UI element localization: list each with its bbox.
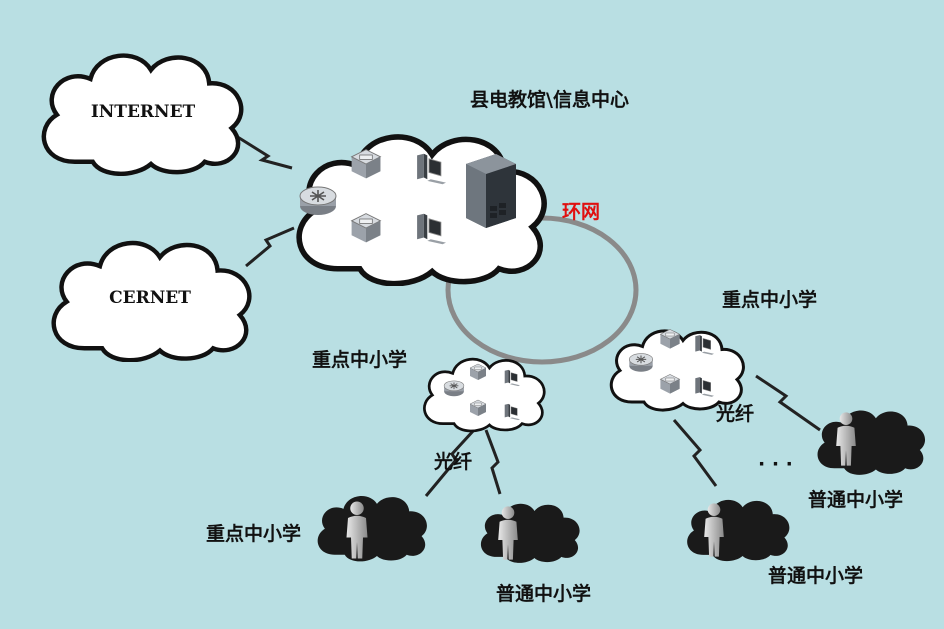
center-cloud: [299, 137, 544, 284]
internet-cloud: INTERNET: [44, 56, 241, 174]
cernet-label: CERNET: [109, 288, 191, 308]
lightning-link-icon: [672, 419, 718, 487]
school-label-bottom-right: 普通中小学: [768, 564, 863, 587]
school-cloud-bottom-mid: [480, 503, 580, 563]
school-label-far-right: 普通中小学: [808, 488, 903, 511]
lightning-link-icon: [424, 428, 476, 497]
router-icon: [299, 186, 337, 216]
school-label-bottom-mid: 普通中小学: [496, 582, 591, 605]
fiber-label-right: 光纤: [715, 402, 754, 425]
server-icon: [466, 154, 516, 228]
branch-key-school-label: 重点中小学: [206, 522, 301, 545]
key-school-label-right: 重点中小学: [722, 288, 817, 311]
school-cloud-bottom-right: [687, 499, 790, 562]
internet-label: INTERNET: [91, 102, 196, 122]
school-cloud-far-right: [817, 410, 926, 475]
lightning-link-icon: [245, 226, 295, 268]
ellipsis: · · ·: [758, 453, 793, 475]
key-school-cloud-right: [609, 329, 746, 412]
lightning-links: [235, 134, 821, 497]
cernet-cloud: CERNET: [54, 243, 250, 360]
router-icon: [628, 353, 654, 373]
key-school-cloud-left: [422, 357, 546, 433]
school-cloud-bottom-left: [317, 495, 427, 562]
ring-label: 环网: [562, 201, 600, 223]
fiber-label-left: 光纤: [433, 450, 472, 473]
lightning-link-icon: [235, 134, 293, 170]
router-icon: [443, 380, 465, 397]
lightning-link-icon: [755, 374, 821, 432]
lightning-link-icon: [484, 429, 502, 495]
key-school-label-left: 重点中小学: [312, 348, 407, 371]
center-title: 县电教馆\信息中心: [470, 88, 629, 111]
